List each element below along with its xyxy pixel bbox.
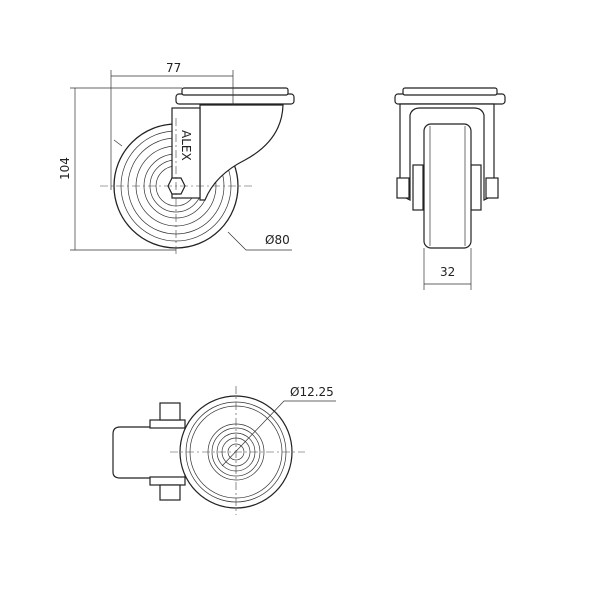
bolt-top xyxy=(159,402,181,421)
brand-mark: ALEX xyxy=(179,130,193,161)
dim-width: 77 xyxy=(166,61,181,75)
front-view: 32 xyxy=(394,87,506,290)
bolt-bottom xyxy=(159,484,181,501)
wheel-front xyxy=(423,123,472,249)
top-view: Ø12.25 xyxy=(112,385,336,515)
fork-top xyxy=(112,426,186,479)
dim-height: 104 xyxy=(58,157,72,180)
dim-bore-diameter: Ø12.25 xyxy=(290,385,334,399)
dim-wheel-width: 32 xyxy=(440,265,455,279)
fork-side xyxy=(199,104,284,201)
dim-wheel-diameter: Ø80 xyxy=(265,233,290,247)
bolt-left xyxy=(396,177,410,199)
side-view: ALEX 77 104 Ø80 xyxy=(58,61,295,256)
bolt-right xyxy=(485,177,499,199)
